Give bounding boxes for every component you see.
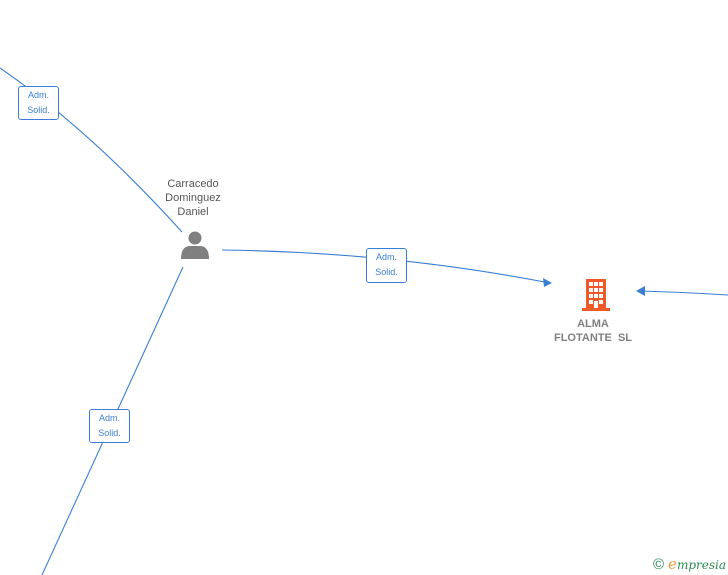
edge-top-left-line (0, 67, 183, 233)
edge-label-line: Adm. (98, 413, 120, 423)
edge-right-incoming-line (637, 290, 728, 296)
edge-right-incoming-arrow (636, 286, 645, 296)
edge-label-line: Adm. (27, 90, 49, 100)
person-name-line: Daniel (177, 206, 209, 218)
person-name[interactable]: Carracedo Dominguez Daniel (152, 177, 234, 219)
person-name-line: Dominguez (165, 192, 221, 204)
company-name-line: ALMA (577, 318, 609, 330)
edge-label-bottom-left[interactable]: Adm. Solid. (89, 409, 130, 443)
building-icon[interactable] (580, 278, 612, 312)
company-name[interactable]: ALMA FLOTANTE SL (543, 317, 643, 345)
edge-person-company-arrow (543, 278, 552, 287)
brand-rest: mpresia (676, 558, 726, 572)
brand-initial: e (668, 555, 677, 573)
person-name-line: Carracedo (167, 178, 219, 190)
edge-label-person-company[interactable]: Adm. Solid. (366, 248, 407, 283)
edge-label-line: Solid. (27, 105, 50, 115)
footer-brand: © empresia (652, 555, 726, 573)
edge-label-line: Solid. (98, 428, 121, 438)
brand-logo: empresia (668, 555, 726, 573)
company-name-line: FLOTANTE SL (553, 332, 632, 344)
edge-label-line: Solid. (375, 267, 398, 277)
person-icon[interactable] (180, 230, 210, 260)
edge-label-top-left[interactable]: Adm. Solid. (18, 86, 59, 120)
copyright-icon: © (652, 555, 665, 573)
edge-label-line: Adm. (375, 252, 397, 262)
